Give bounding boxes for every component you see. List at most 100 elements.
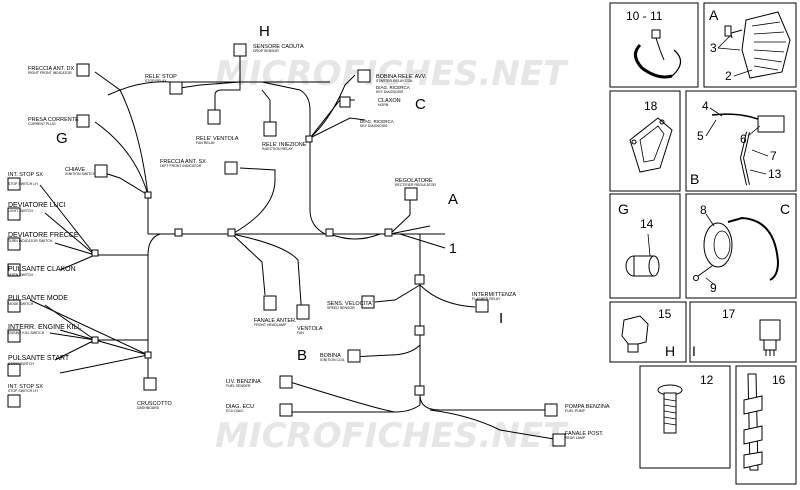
label-sensore-caduta: SENSORE CADUTA <box>253 44 304 50</box>
label-deviatore-frecce: DEVIATORE FRECCE <box>8 232 79 239</box>
regulator-icon <box>724 11 791 79</box>
label-pulsante-start: PULSANTE START <box>8 355 70 362</box>
sub-presa-corrente: CURRENT PLUG <box>28 122 56 126</box>
callout-i: I <box>499 310 503 327</box>
label-bobina-rele-avv: BOBINA RELE' AVV. <box>376 74 427 80</box>
panel-c-9: 9 <box>710 281 717 295</box>
label-regolatore: REGOLATORE <box>395 178 433 184</box>
panel-16-title: 16 <box>772 373 786 387</box>
sub-pulsante-mode: MODE SWITCH <box>8 302 34 306</box>
callout-letters: H G C A 1 B I <box>56 23 503 364</box>
label-ventola: VENTOLA <box>297 326 323 332</box>
panel-16: 16 <box>735 365 797 485</box>
label-pulsante-clakon: PULSANTE CLAKON <box>8 266 76 273</box>
sub-int-stop-sx-bottom: STOP SWITCH LH <box>8 389 38 393</box>
panel-g-letter: G <box>618 201 629 217</box>
sub-int-stop-sx-top: STOP SWITCH LH <box>8 182 38 186</box>
sub-sensore-caduta: DROP SENSOR <box>253 49 279 53</box>
sub-liv-benzina: FUEL SENDER <box>226 384 251 388</box>
sub-sens-velocita: SPEED SENSOR <box>327 306 355 310</box>
label-bobina: BOBINA <box>320 353 341 359</box>
label-freccia-ant-dx: FRECCIA ANT. DX <box>28 66 74 72</box>
watermark-bottom: MICROFICHES.NET <box>215 416 569 456</box>
panel-17-letter: I <box>692 343 696 359</box>
callout-g: G <box>56 130 68 147</box>
label-deviatore-luci: DEVIATORE LUCI <box>8 202 66 209</box>
sub-regolatore: RECTIFIER REGULATOR <box>395 183 436 187</box>
callout-1: 1 <box>449 240 457 256</box>
panel-b-4: 4 <box>702 99 709 113</box>
panel-a-3: 3 <box>710 41 717 55</box>
horn-icon <box>693 216 780 281</box>
label-rele-ventola: RELE' VENTOLA <box>196 136 239 142</box>
panel-15-letter: H <box>665 343 675 359</box>
sub-rele-stop: STOP RELAY <box>145 79 167 83</box>
ignition-coil-icon <box>711 113 785 186</box>
sub-chiave: IGNITION SWITCH <box>65 172 96 176</box>
panel-12: 12 <box>639 365 731 469</box>
sub-claxon: HORN <box>378 103 389 107</box>
panel-c-8: 8 <box>700 203 707 217</box>
gasket-icon <box>629 117 673 173</box>
label-diag-ricerca: DIAG. RICERCA <box>376 85 410 90</box>
sub-freccia-ant-dx: RIGHT FRONT INDICATOR <box>28 71 72 75</box>
panel-17: 17 I <box>689 301 797 363</box>
panel-12-title: 12 <box>700 373 714 387</box>
sub-deviatore-frecce: TURN INDICATOR SWITCH <box>8 239 53 243</box>
panel-15: 15 H <box>609 301 687 363</box>
panel-c-letter: C <box>780 201 790 217</box>
panel-b: B 4 5 6 7 13 <box>685 90 797 192</box>
label-int-stop-sx-bottom: INT. STOP SX <box>8 384 43 390</box>
label-claxon: CLAXON <box>378 98 401 104</box>
sub-pompa-benzina: FUEL PUMP <box>565 409 586 413</box>
sub-deviatore-luci: LIGHT SWITCH <box>8 209 33 213</box>
panel-g-14: 14 <box>640 217 654 231</box>
label-rele-iniezione: RELE' INIEZIONE <box>262 142 307 148</box>
panel-b-6: 6 <box>740 132 747 146</box>
sub-rele-ventola: FAN RELAY <box>196 141 216 145</box>
power-socket-icon <box>625 233 660 277</box>
label-chiave: CHIAVE <box>65 167 85 173</box>
sub-fanale-anter: FRONT HEADLAMP <box>254 323 287 327</box>
label-diag-ricerca-2: DIAG. RICERCA <box>360 119 394 124</box>
panel-b-13: 13 <box>768 167 782 181</box>
cable-tie-icon <box>634 29 682 79</box>
sub-freccia-ant-sx: LEFT FRONT INDICATOR <box>160 164 202 168</box>
panel-a: A 3 2 <box>703 2 797 88</box>
label-rele-stop: RELE' STOP <box>145 74 177 80</box>
watermark-top: MICROFICHES.NET <box>215 54 569 94</box>
panel-b-letter: B <box>690 171 699 187</box>
label-cruscotto: CRUSCOTTO <box>137 401 172 407</box>
panel-a-letter: A <box>709 7 719 23</box>
panel-18: 18 <box>609 90 681 192</box>
connectors <box>7 43 566 447</box>
label-pompa-benzina: POMPA BENZINA <box>565 404 610 410</box>
panel-10-11: 10 - 11 <box>609 2 699 88</box>
sub-ventola: FAN <box>297 331 304 335</box>
sub-fanale-post: REAR LAMP <box>565 436 586 440</box>
sub-diag-ricerca: KEY DIAGNOSIS <box>376 90 404 94</box>
panel-18-title: 18 <box>644 99 658 113</box>
label-freccia-ant-sx: FRECCIA ANT. SX <box>160 159 206 165</box>
detail-panels: 10 - 11 A 3 2 18 <box>609 2 797 485</box>
label-diag-ecu: DIAG. ECU <box>226 404 254 410</box>
label-liv-benzina: LIV. BENZINA <box>226 379 261 385</box>
label-pulsante-mode: PULSANTE MODE <box>8 295 68 302</box>
panel-10-11-title: 10 - 11 <box>626 9 663 23</box>
flasher-relay-icon <box>759 319 781 356</box>
panel-c: C 8 9 <box>685 193 797 299</box>
label-sens-velocita: SENS. VELOCITA' <box>327 301 373 307</box>
callout-c: C <box>415 96 426 113</box>
sub-diag-ecu: ECU DIAG. <box>226 409 244 413</box>
sub-rele-iniezione: INJECTION RELAY <box>262 147 293 151</box>
screw-icon <box>657 384 683 434</box>
panel-b-7: 7 <box>770 149 777 163</box>
sub-diag-ricerca-2: KEY DIAGNOSIS <box>360 124 388 128</box>
component-labels: FRECCIA ANT. DX RIGHT FRONT INDICATOR PR… <box>8 44 610 440</box>
label-fanale-anter: FANALE ANTER. <box>254 318 297 324</box>
label-fanale-post: FANALE POST. <box>565 431 604 437</box>
sub-bobina-rele-avv: STARTER RELAY COIL <box>376 79 413 83</box>
label-intermittenza: INTERMITTENZA <box>472 292 516 298</box>
sub-interr-engine-kill: ENGINE KILL SWITCH <box>8 331 45 335</box>
